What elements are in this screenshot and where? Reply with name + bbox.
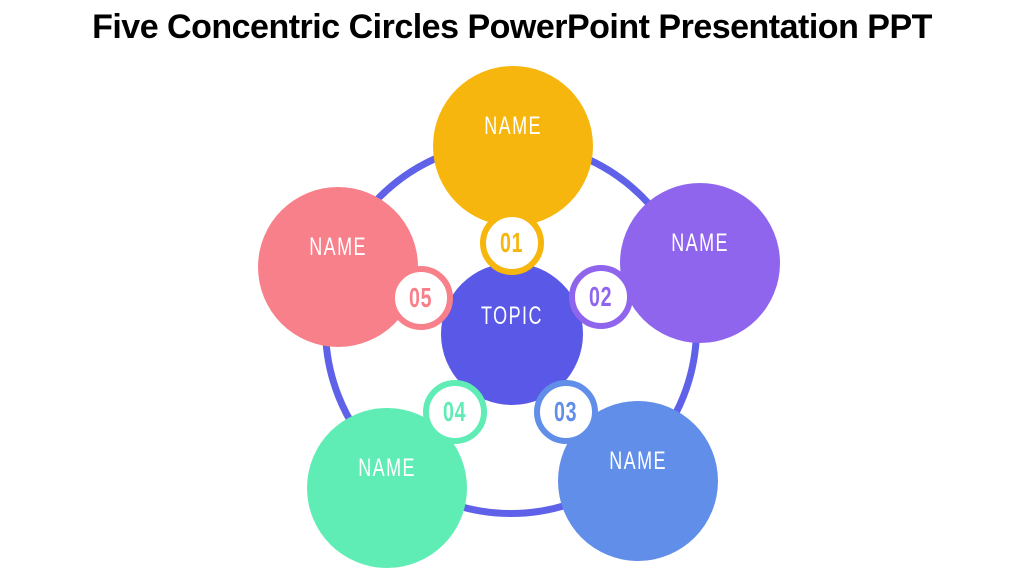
number-badge-03: 03	[534, 380, 598, 444]
topic-label-wrap: TOPIC	[441, 263, 583, 371]
satellite-circle-01: NAME	[433, 66, 593, 226]
name-label-wrap: NAME	[433, 66, 593, 188]
name-label-01: NAME	[484, 112, 542, 141]
name-label-02: NAME	[671, 229, 729, 258]
name-label-wrap: NAME	[258, 187, 418, 309]
number-badge-04: 04	[423, 380, 487, 444]
name-label-wrap: NAME	[558, 401, 718, 523]
badge-number-02: 02	[589, 281, 613, 312]
slide-title: Five Concentric Circles PowerPoint Prese…	[92, 8, 932, 46]
number-badge-05: 05	[389, 266, 453, 330]
satellite-circle-05: NAME	[258, 187, 418, 347]
name-label-wrap: NAME	[620, 183, 780, 305]
number-badge-02: 02	[569, 265, 633, 329]
satellite-circle-02: NAME	[620, 183, 780, 343]
name-label-04: NAME	[358, 454, 416, 483]
badge-number-04: 04	[443, 396, 467, 427]
number-badge-01: 01	[480, 211, 544, 275]
name-label-05: NAME	[309, 233, 367, 262]
badge-number-01: 01	[500, 227, 524, 258]
topic-label: TOPIC	[481, 302, 543, 331]
name-label-03: NAME	[609, 447, 667, 476]
badge-number-05: 05	[409, 282, 433, 313]
badge-number-03: 03	[554, 396, 578, 427]
name-label-wrap: NAME	[307, 408, 467, 530]
